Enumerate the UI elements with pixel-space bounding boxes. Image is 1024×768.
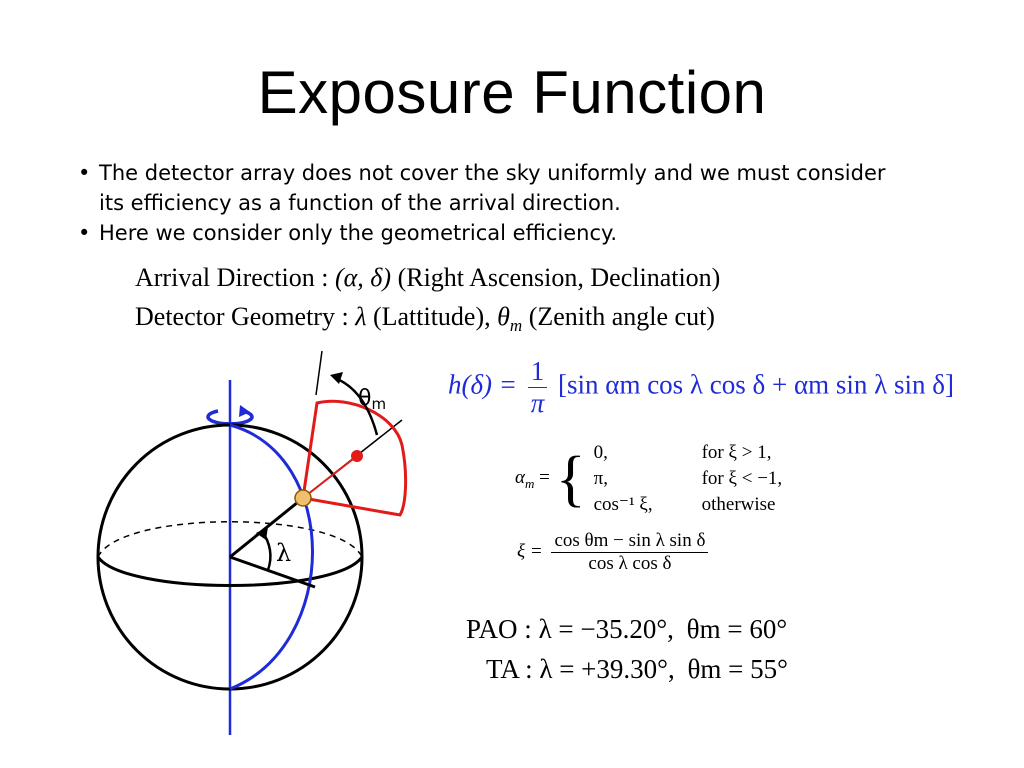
acceptance-cone — [301, 399, 408, 517]
cases-row: cos⁻¹ ξ,otherwise — [593, 494, 776, 515]
cases-brace: { — [555, 445, 586, 513]
rotation-arrowhead-icon — [239, 405, 250, 417]
site-theta: θm = 60° — [686, 614, 788, 644]
cases-row: π,for ξ < −1, — [593, 468, 783, 489]
arrival-vars: (α, δ) — [335, 263, 392, 292]
bullet-item: • The detector array does not cover the … — [78, 158, 898, 218]
alpha-lhs-eq: = — [539, 466, 550, 488]
equator-front — [96, 556, 364, 587]
arrival-direction-line: Arrival Direction : (α, δ) (Right Ascens… — [135, 258, 720, 297]
definitions-block: Arrival Direction : (α, δ) (Right Ascens… — [135, 258, 720, 345]
site-row-ta: TA : λ = +39.30°, θm = 55° — [486, 654, 788, 685]
geometry-lambda: λ — [355, 302, 367, 331]
geometry-label: Detector Geometry : — [135, 302, 349, 331]
cases-row: 0,for ξ > 1, — [593, 442, 772, 463]
geometry-theta: θm — [497, 302, 523, 336]
bullet-text: Here we consider only the geometrical ef… — [99, 221, 618, 245]
site-name: TA — [486, 654, 519, 684]
alpha-lhs-sub: m — [524, 475, 535, 491]
site-lambda: λ = +39.30°, — [539, 654, 675, 684]
bullet-list: • The detector array does not cover the … — [78, 158, 898, 248]
slide-title: Exposure Function — [257, 59, 767, 126]
theta-arc — [334, 376, 379, 436]
exposure-equation: h(δ) = 1 π [sin αm cos λ cos δ + αm sin … — [448, 356, 954, 419]
site-sep: : — [525, 654, 533, 684]
geometry-lambda-desc: (Lattitude), — [372, 302, 491, 331]
site-sep: : — [524, 614, 532, 644]
h-lhs: h(δ) = — [448, 369, 518, 400]
meridian — [229, 423, 314, 691]
site-theta: θm = 55° — [687, 654, 788, 684]
bullet-marker: • — [78, 221, 91, 245]
cone-axis — [302, 455, 358, 499]
alpha-lhs-sym: α — [515, 466, 525, 488]
xi-lhs: ξ = — [517, 540, 543, 562]
h-frac-num: 1 — [527, 356, 548, 388]
xi-num: cos θm − sin λ sin δ — [551, 530, 709, 553]
cases-table: 0,for ξ > 1, π,for ξ < −1, cos⁻¹ ξ,other… — [594, 440, 791, 518]
equator-radius — [229, 555, 316, 589]
h-bracket-body: [sin αm cos λ cos δ + αm sin λ sin δ] — [558, 369, 954, 400]
equator-back — [97, 521, 363, 558]
theta-arrowhead-icon — [330, 372, 343, 384]
bullet-text: The detector array does not cover the sk… — [99, 161, 886, 215]
bullet-marker: • — [78, 161, 91, 185]
arrival-label: Arrival Direction : — [135, 263, 329, 292]
bullet-item: • Here we consider only the geometrical … — [78, 218, 898, 248]
lambda-arrowhead-icon — [256, 527, 268, 540]
earth-detector-diagram: θm λ — [96, 350, 408, 735]
xi-den: cos λ cos δ — [588, 553, 672, 574]
xi-equation: ξ = cos θm − sin λ sin δ cos λ cos δ — [517, 530, 709, 575]
alpha-equation: αm = { 0,for ξ > 1, π,for ξ < −1, cos⁻¹ … — [515, 440, 790, 518]
detector-radius — [229, 496, 304, 559]
vertical-reference-line — [315, 350, 323, 396]
lambda-label: λ — [276, 539, 291, 567]
arrival-desc: (Right Ascension, Declination) — [397, 263, 721, 292]
site-name: PAO — [466, 614, 518, 644]
site-lambda: λ = −35.20°, — [538, 614, 674, 644]
theta-label: θm — [358, 386, 386, 413]
h-frac-den: π — [530, 388, 545, 418]
detector-geometry-line: Detector Geometry : λ (Lattitude), θm (Z… — [135, 297, 720, 345]
site-row-pao: PAO : λ = −35.20°, θm = 60° — [466, 614, 787, 645]
arrival-point — [351, 450, 363, 462]
h-fraction: 1 π — [527, 356, 548, 419]
detector-icon — [294, 489, 312, 507]
xi-fraction: cos θm − sin λ sin δ cos λ cos δ — [551, 530, 709, 575]
geometry-theta-desc: (Zenith angle cut) — [528, 302, 715, 331]
